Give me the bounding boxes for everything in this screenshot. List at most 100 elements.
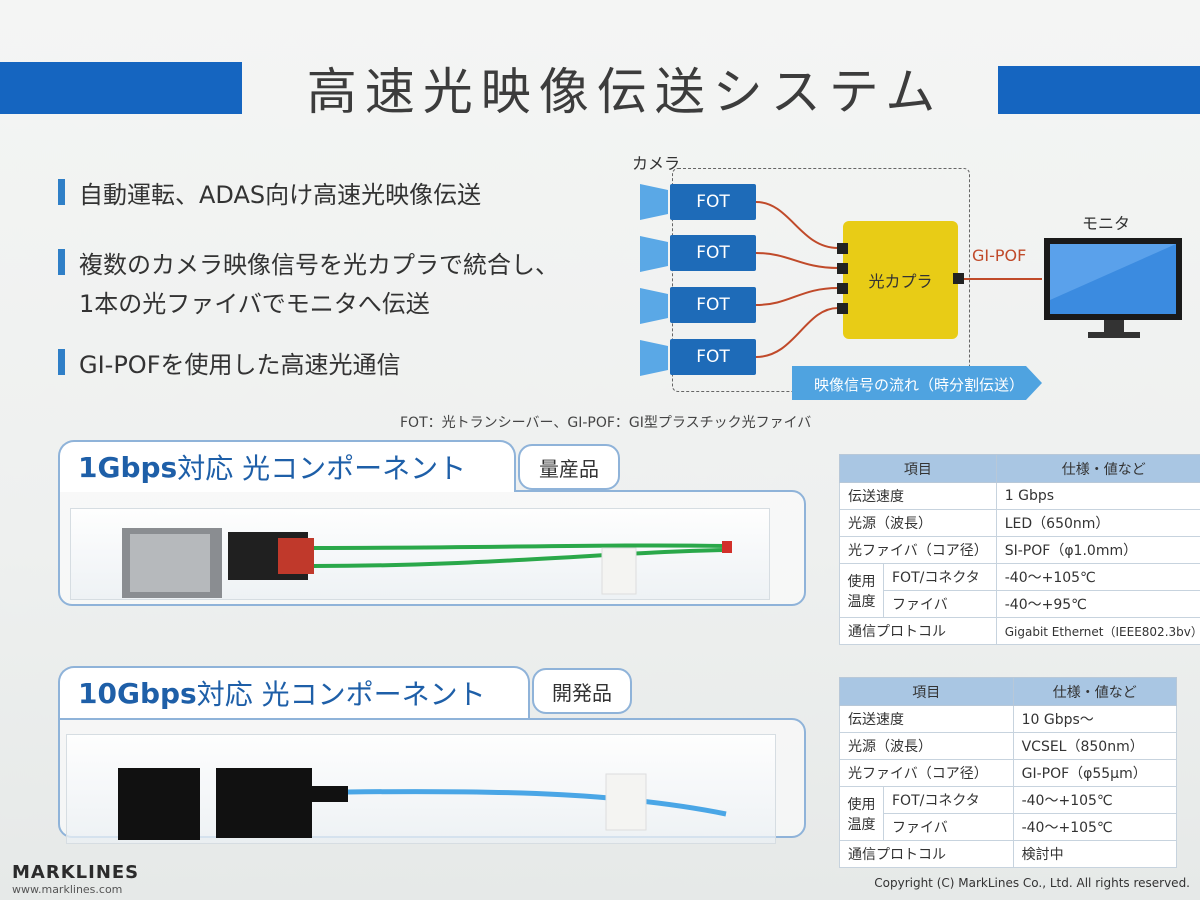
optical-coupler: 光カプラ — [843, 221, 958, 339]
bullet-text: 複数のカメラ映像信号を光カプラで統合し、 — [79, 250, 559, 279]
bullet-continuation: 1本の光ファイバでモニタへ伝送 — [79, 290, 430, 318]
copyright-text: Copyright (C) MarkLines Co., Ltd. All ri… — [874, 876, 1190, 890]
table-row: 使用 温度 FOT/コネクタ -40～+105℃ — [839, 786, 1178, 841]
row-value: 10 Gbps～ — [1012, 705, 1178, 733]
row-label: FOT/コネクタ — [883, 786, 1014, 814]
table-row: 伝送速度 1 Gbps — [839, 482, 1200, 510]
coupler-port — [837, 263, 848, 274]
table-row: 光源（波長） LED（650nm） — [839, 509, 1200, 537]
row-value: VCSEL（850nm） — [1012, 732, 1178, 760]
temp-group-line: 温度 — [847, 593, 876, 610]
fiber-lines — [755, 201, 1042, 358]
column-header: 項目 — [839, 454, 997, 483]
bullet-text: 自動運転、ADAS向け高速光映像伝送 — [79, 180, 482, 209]
row-value: GI-POF（φ55μm） — [1012, 759, 1178, 787]
header-accent-right — [998, 66, 1200, 114]
receptacle-image — [118, 768, 200, 840]
column-header: 項目 — [839, 677, 1014, 706]
row-label: 光ファイバ（コア径） — [839, 536, 997, 564]
camera-label: カメラ — [632, 154, 681, 173]
status-badge: 開発品 — [532, 668, 632, 714]
panel-title-text: 対応 光コンポーネント — [196, 678, 486, 711]
logo-url: www.marklines.com — [12, 883, 123, 896]
camera-icons — [640, 184, 668, 376]
coupler-port — [837, 243, 848, 254]
fot-box: FOT — [670, 184, 756, 220]
table-row: 光ファイバ（コア径） SI-POF（φ1.0mm） — [839, 536, 1200, 564]
status-badge: 量産品 — [518, 444, 620, 490]
table-header-row: 項目 仕様・値など — [839, 677, 1178, 706]
coupler-port — [953, 273, 964, 284]
table-row: ファイバ -40～+95℃ — [840, 590, 1200, 618]
row-value: -40～+105℃ — [1012, 813, 1178, 841]
row-value: LED（650nm） — [995, 509, 1200, 537]
row-label: 伝送速度 — [839, 482, 997, 510]
column-header: 仕様・値など — [1012, 677, 1178, 706]
row-value: 検討中 — [1012, 840, 1178, 868]
coupler-label: 光カプラ — [868, 272, 933, 291]
camera-icon — [640, 340, 668, 376]
temp-group-label: 使用 温度 — [839, 786, 884, 841]
marklines-logo: MARKLINES www.marklines.com — [12, 862, 139, 896]
row-label: 光ファイバ（コア径） — [839, 759, 1014, 787]
bullet-marker — [58, 349, 65, 375]
diagram-wiring — [640, 184, 1182, 400]
temp-group-label: 使用 温度 — [839, 563, 884, 618]
monitor-label: モニタ — [1082, 214, 1131, 233]
product-photo-1gbps — [122, 528, 732, 598]
table-row: 光源（波長） VCSEL（850nm） — [839, 732, 1178, 760]
row-label: ファイバ — [883, 813, 1014, 841]
panel-title-text: 対応 光コンポーネント — [177, 452, 467, 485]
row-label: 通信プロトコル — [839, 617, 997, 645]
header-accent-left — [0, 62, 242, 114]
row-label: ファイバ — [883, 590, 997, 618]
connector-image — [216, 768, 312, 838]
panel-title-speed: 1Gbps — [78, 450, 178, 484]
table-row: 伝送速度 10 Gbps～ — [839, 705, 1178, 733]
camera-icon — [640, 184, 668, 220]
row-value: SI-POF（φ1.0mm） — [995, 536, 1200, 564]
row-value: 1 Gbps — [995, 482, 1200, 510]
spec-table-1gbps: 項目 仕様・値など 伝送速度 1 Gbps 光源（波長） LED（650nm） … — [839, 454, 1200, 645]
table-row: 通信プロトコル 検討中 — [839, 840, 1178, 868]
row-label: 光源（波長） — [839, 732, 1014, 760]
temp-group-line: 温度 — [847, 816, 876, 833]
fot-box: FOT — [670, 287, 756, 323]
bullet-marker — [58, 179, 65, 205]
row-label: 通信プロトコル — [839, 840, 1014, 868]
row-value: Gigabit Ethernet（IEEE802.3bv） — [995, 617, 1200, 645]
bullet-text: GI-POFを使用した高速光通信 — [79, 350, 401, 379]
product-photo-10gbps — [118, 768, 727, 840]
column-header: 仕様・値など — [995, 454, 1200, 483]
monitor-icon — [1044, 238, 1182, 338]
bullet-item: 複数のカメラ映像信号を光カプラで統合し、 — [58, 244, 559, 280]
fot-box: FOT — [670, 339, 756, 375]
row-value: -40～+105℃ — [1012, 786, 1178, 814]
table-row: 光ファイバ（コア径） GI-POF（φ55μm） — [839, 759, 1178, 787]
gi-pof-label: GI-POF — [972, 246, 1027, 265]
row-label: FOT/コネクタ — [883, 563, 997, 591]
table-row: 通信プロトコル Gigabit Ethernet（IEEE802.3bv） — [839, 617, 1200, 645]
coupler-port — [837, 283, 848, 294]
page-title: 高速光映像伝送システム — [306, 63, 944, 121]
table-row: ファイバ -40～+105℃ — [840, 813, 1178, 841]
panel-title-speed: 10Gbps — [78, 676, 197, 710]
bullet-item: GI-POFを使用した高速光通信 — [58, 344, 401, 380]
logo-brand: MARKLINES — [12, 862, 140, 883]
coupler-port — [837, 303, 848, 314]
temp-group-line: 使用 — [847, 796, 876, 813]
row-label: 光源（波長） — [839, 509, 997, 537]
bullet-item: 自動運転、ADAS向け高速光映像伝送 — [58, 174, 481, 210]
row-label: 伝送速度 — [839, 705, 1014, 733]
row-value: -40～+95℃ — [995, 590, 1200, 618]
flow-arrow — [792, 366, 1042, 400]
fot-box: FOT — [670, 235, 756, 271]
table-row: 使用 温度 FOT/コネクタ -40～+105℃ — [839, 563, 1200, 618]
temp-group-line: 使用 — [847, 573, 876, 590]
spec-table-10gbps: 項目 仕様・値など 伝送速度 10 Gbps～ 光源（波長） VCSEL（850… — [839, 677, 1178, 868]
abbreviation-note: FOT：光トランシーバー、GI-POF：GI型プラスチック光ファイバ — [400, 415, 812, 431]
bullet-marker — [58, 249, 65, 275]
camera-icon — [640, 236, 668, 272]
